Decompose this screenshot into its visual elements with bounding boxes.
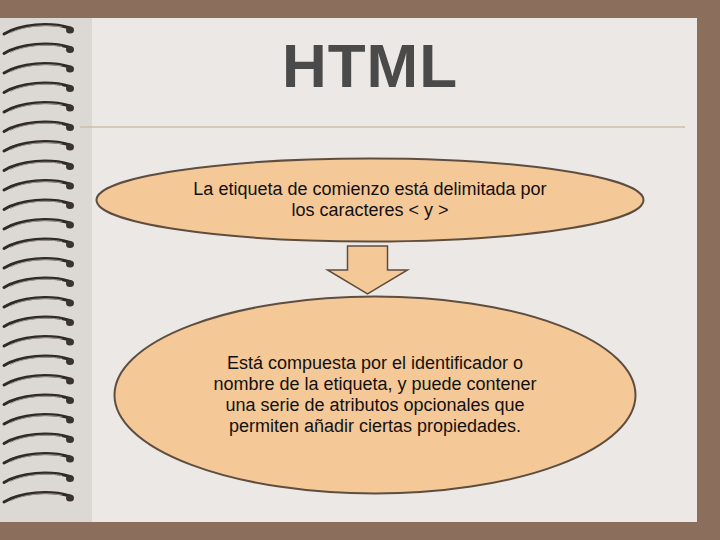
spiral-ring	[4, 356, 70, 365]
ring-highlight	[10, 182, 62, 189]
ring-hole	[66, 144, 74, 151]
title-rule	[80, 126, 685, 128]
ring-hole	[66, 261, 74, 268]
spiral-ring	[4, 454, 70, 463]
spiral-ring	[4, 337, 70, 346]
ring-hole	[66, 241, 74, 248]
spiral-ring	[4, 317, 70, 326]
ring-hole	[66, 378, 74, 385]
ring-hole	[66, 66, 74, 73]
ring-hole	[66, 417, 74, 424]
ring-highlight	[10, 416, 62, 423]
ring-highlight	[10, 299, 62, 306]
ring-hole	[66, 319, 74, 326]
spiral-ring	[4, 200, 70, 209]
spiral-ring	[4, 395, 70, 404]
ring-highlight	[10, 240, 62, 247]
ring-hole	[66, 124, 74, 131]
ring-hole	[66, 202, 74, 209]
ring-highlight	[10, 104, 62, 111]
spiral-ring	[4, 161, 70, 170]
ellipse-shape	[96, 159, 643, 242]
ellipse-shape	[115, 297, 636, 494]
spiral-ring	[4, 142, 70, 151]
spiral-ring	[4, 376, 70, 385]
spiral-ring	[4, 44, 70, 53]
spiral-ring	[4, 64, 70, 73]
ring-hole	[66, 163, 74, 170]
ring-highlight	[10, 162, 62, 169]
spiral-ring	[4, 25, 70, 34]
ring-highlight	[10, 143, 62, 150]
ring-hole	[66, 27, 74, 34]
ring-hole	[66, 85, 74, 92]
spiral-binding	[4, 25, 74, 502]
ring-hole	[66, 339, 74, 346]
block-arrow	[328, 246, 408, 294]
ring-hole	[66, 105, 74, 112]
node-text: La etiqueta de comienzo está delimitada …	[180, 179, 560, 221]
ring-hole	[66, 495, 74, 502]
spiral-ring	[4, 220, 70, 229]
ring-highlight	[10, 123, 62, 130]
ring-highlight	[10, 26, 62, 33]
ring-hole	[66, 280, 74, 287]
node-text: Está compuesta por el identificador o no…	[210, 353, 540, 437]
ring-hole	[66, 397, 74, 404]
ring-hole	[66, 358, 74, 365]
ring-highlight	[10, 474, 62, 481]
ring-highlight	[10, 338, 62, 345]
ring-hole	[66, 456, 74, 463]
ring-highlight	[10, 279, 62, 286]
ring-highlight	[10, 377, 62, 384]
ring-highlight	[10, 84, 62, 91]
ellipse-node: Está compuesta por el identificador o no…	[113, 295, 637, 495]
ring-highlight	[10, 65, 62, 72]
spiral-ring	[4, 83, 70, 92]
ring-highlight	[10, 260, 62, 267]
spiral-ring	[4, 473, 70, 482]
ring-highlight	[10, 45, 62, 52]
ring-hole	[66, 436, 74, 443]
ring-hole	[66, 46, 74, 53]
spiral-ring	[4, 434, 70, 443]
ring-highlight	[10, 318, 62, 325]
ring-highlight	[10, 221, 62, 228]
ellipse-node: La etiqueta de comienzo está delimitada …	[95, 157, 645, 243]
ring-highlight	[10, 435, 62, 442]
spiral-ring	[4, 122, 70, 131]
spiral-ring	[4, 415, 70, 424]
spiral-ring	[4, 239, 70, 248]
page-sheet	[0, 18, 697, 522]
ring-hole	[66, 183, 74, 190]
slide-title: HTML	[170, 30, 570, 102]
ring-hole	[66, 222, 74, 229]
spiral-ring	[4, 103, 70, 112]
ring-highlight	[10, 357, 62, 364]
ring-highlight	[10, 455, 62, 462]
ring-highlight	[10, 201, 62, 208]
ring-highlight	[10, 396, 62, 403]
spiral-ring	[4, 181, 70, 190]
ring-hole	[66, 300, 74, 307]
spiral-ring	[4, 493, 70, 502]
spiral-ring	[4, 278, 70, 287]
ring-highlight	[10, 494, 62, 501]
spiral-ring	[4, 298, 70, 307]
ring-hole	[66, 475, 74, 482]
spiral-ring	[4, 259, 70, 268]
binding-strip	[0, 18, 92, 522]
